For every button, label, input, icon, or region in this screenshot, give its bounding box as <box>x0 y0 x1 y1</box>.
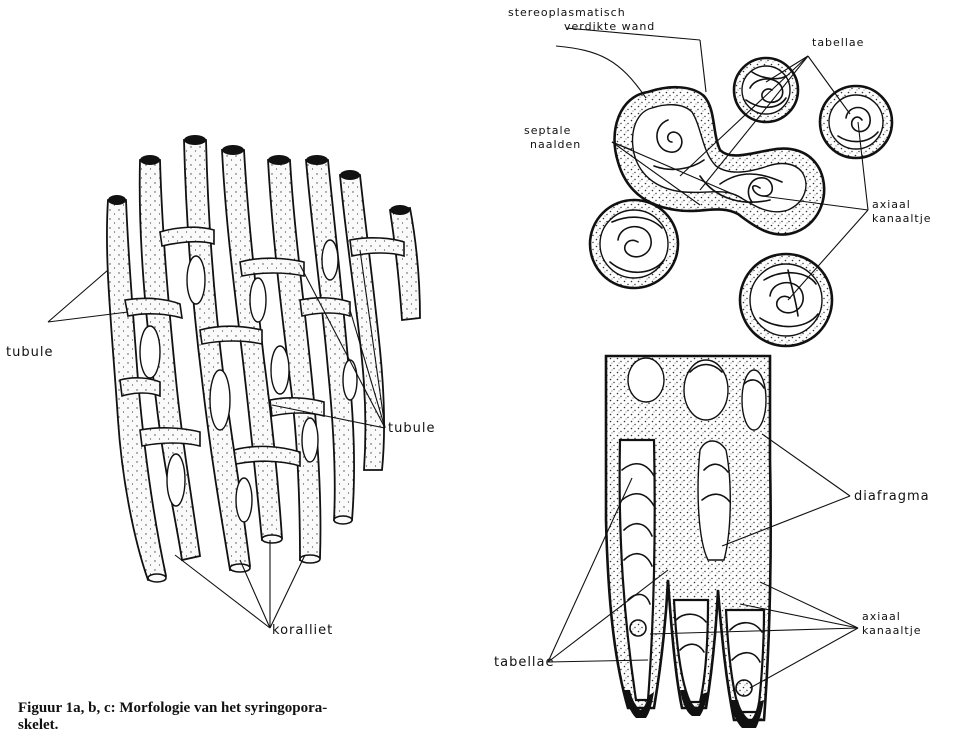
label-axial-top-line2: kanaaltje <box>872 212 932 225</box>
label-axial-top-line1: axiaal <box>872 198 911 211</box>
label-koralliet: koralliet <box>272 623 333 638</box>
label-tubule-right: tubule <box>388 421 435 436</box>
label-wall-line1: stereoplasmatisch <box>508 6 626 19</box>
label-diafragma: diafragma <box>854 489 930 504</box>
corallum-illustration <box>107 135 420 582</box>
label-tabellae-bottom: tabellae <box>494 655 555 670</box>
label-wall-line2: verdikte wand <box>564 20 655 33</box>
label-tabellae-top: tabellae <box>812 36 864 49</box>
label-axial-bottom-line1: axiaal <box>862 610 901 623</box>
label-axial-bottom-line2: kanaaltje <box>862 624 922 637</box>
cross-sections-illustration <box>590 58 892 346</box>
label-septal-line2: naalden <box>530 138 581 151</box>
longitudinal-section-illustration <box>606 356 771 728</box>
figure-caption: Figuur 1a, b, c: Morfologie van het syri… <box>18 700 348 734</box>
label-septal-line1: septale <box>524 124 571 137</box>
label-tubule-left: tubule <box>6 345 53 360</box>
